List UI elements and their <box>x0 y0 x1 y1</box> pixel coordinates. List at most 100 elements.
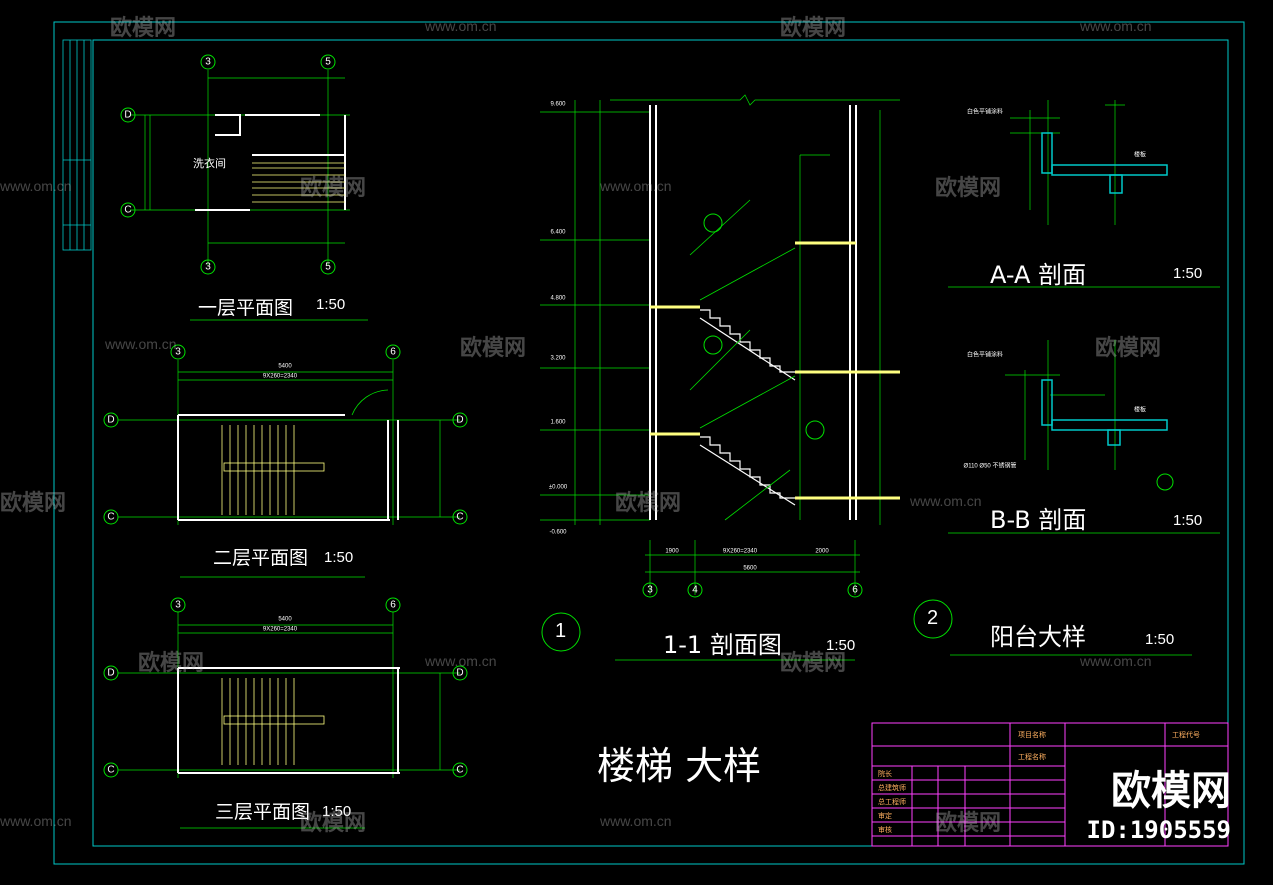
dimension-label: 9X260=2340 <box>263 374 298 380</box>
grid-label: D <box>124 110 131 121</box>
tb-director: 院长 <box>878 770 892 778</box>
plan-2 <box>103 344 468 578</box>
watermark-url-5: www.om.cn <box>105 336 177 352</box>
brand-id: ID:1905559 <box>1086 816 1232 844</box>
watermark-url-4: www.om.cn <box>600 178 672 194</box>
detail-b-b <box>913 340 1220 656</box>
watermark-url-9: www.om.cn <box>0 813 72 829</box>
plan-3-treads <box>221 678 325 765</box>
section-1-1-scale: 1:50 <box>826 637 856 654</box>
watermark-brand-2: 欧模网 <box>780 16 847 41</box>
grid-label: D <box>456 415 463 426</box>
grid-label: D <box>107 668 114 679</box>
plan-1 <box>120 54 368 321</box>
outer-frame <box>53 21 1245 865</box>
watermark-brand-8: 欧模网 <box>138 651 205 676</box>
tb-work-name: 工程名称 <box>1018 753 1046 761</box>
section-a-a-scale: 1:50 <box>1173 265 1203 282</box>
plan-3 <box>103 597 468 829</box>
grid-label: C <box>107 765 114 776</box>
watermark-url-2: www.om.cn <box>1080 18 1152 34</box>
section-a-a-title: A-A 剖面 <box>990 261 1087 289</box>
watermark-url-10: www.om.cn <box>600 813 672 829</box>
watermark-url-8: www.om.cn <box>1080 653 1152 669</box>
grid-label: 4 <box>692 585 698 596</box>
watermark-url-7: www.om.cn <box>425 653 497 669</box>
detail-note: 白色平铺涂料 <box>967 351 1003 359</box>
grid-label: 5 <box>325 262 331 273</box>
watermark-brand-10: 欧模网 <box>300 811 367 836</box>
plan-3-scale: 1:50 <box>322 803 352 820</box>
grid-label: 3 <box>175 347 181 358</box>
grid-label: 5 <box>325 57 331 68</box>
elevation-label: 3.200 <box>550 356 566 362</box>
title-block <box>871 722 1229 847</box>
dimension-label: 2000 <box>815 549 829 555</box>
watermark-brand-6: 欧模网 <box>1095 336 1162 361</box>
plan-2-treads <box>221 425 325 515</box>
elevation-label: ±0.000 <box>549 485 568 491</box>
elevation-label: 4.800 <box>550 296 566 302</box>
tb-work-code: 工程代号 <box>1172 731 1200 739</box>
plan-2-title: 二层平面图 <box>213 547 309 569</box>
elevation-label: 1.600 <box>550 420 566 426</box>
grid-label: 6 <box>852 585 858 596</box>
grid-label: D <box>107 415 114 426</box>
watermark-url-1: www.om.cn <box>425 18 497 34</box>
dimension-label: 5600 <box>743 566 757 572</box>
plan-1-scale: 1:50 <box>316 296 346 313</box>
watermark-url-6: www.om.cn <box>910 493 982 509</box>
watermark-brand-7: 欧模网 <box>615 491 682 516</box>
watermark-brand-1: 欧模网 <box>110 16 177 41</box>
tb-chief-engineer: 总工程师 <box>878 798 906 806</box>
plan-1-title: 一层平面图 <box>198 297 294 319</box>
section-b-b-title: B-B 剖面 <box>990 506 1087 534</box>
plan-3-title: 三层平面图 <box>215 801 311 823</box>
dimension-label: 5400 <box>278 617 292 623</box>
grid-label: 3 <box>205 262 211 273</box>
dimension-label: 1900 <box>665 549 679 555</box>
elevation-label: -0.600 <box>549 530 567 536</box>
detail-note: 楼板 <box>1134 151 1146 159</box>
inner-frame <box>92 39 1229 847</box>
dimension-label: 5400 <box>278 364 292 370</box>
watermark-brand-11: 欧模网 <box>935 811 1002 836</box>
elevation-label: 6.400 <box>550 230 566 236</box>
detail-a-a <box>948 100 1220 288</box>
tb-chief-architect: 总建筑师 <box>878 784 906 792</box>
watermark-brand-5: 欧模网 <box>460 336 527 361</box>
watermark-brand-12: 欧模网 <box>0 491 67 516</box>
dimension-label: 9X260=2340 <box>263 627 298 633</box>
section-b-b-scale: 1:50 <box>1173 512 1203 529</box>
grid-label: 3 <box>647 585 653 596</box>
grid-label: C <box>124 205 131 216</box>
tb-approve: 审定 <box>878 812 892 820</box>
watermark-brand-4: 欧模网 <box>935 176 1002 201</box>
detail-note: 白色平铺涂料 <box>967 108 1003 116</box>
detail-note: Ø110 Ø50 不锈钢管 <box>964 462 1017 470</box>
watermark-brand-9: 欧模网 <box>780 651 847 676</box>
section-flights <box>699 309 796 506</box>
balcony-detail-scale: 1:50 <box>1145 631 1175 648</box>
grid-label: C <box>456 512 463 523</box>
tb-project-name: 项目名称 <box>1018 731 1046 739</box>
tb-review: 审核 <box>878 826 892 834</box>
balcony-detail-title: 阳台大样 <box>990 623 1086 651</box>
detail-note: 楼板 <box>1134 406 1146 414</box>
plan-2-scale: 1:50 <box>324 549 354 566</box>
watermark-brand-3: 欧模网 <box>300 176 367 201</box>
grid-label: C <box>107 512 114 523</box>
grid-label: 6 <box>390 347 396 358</box>
dimension-label: 9X260=2340 <box>723 549 758 555</box>
grid-label: 3 <box>205 57 211 68</box>
grid-label: D <box>456 668 463 679</box>
brand-logo: 欧模网 <box>1111 768 1231 814</box>
grid-label: 6 <box>390 600 396 611</box>
grid-label: 3 <box>175 600 181 611</box>
grid-label: C <box>456 765 463 776</box>
section-1-1-title: 1-1 剖面图 <box>663 631 782 659</box>
section-1-1 <box>540 94 900 661</box>
balcony-detail-number: 2 <box>927 607 939 629</box>
section-1-1-number: 1 <box>555 620 567 642</box>
